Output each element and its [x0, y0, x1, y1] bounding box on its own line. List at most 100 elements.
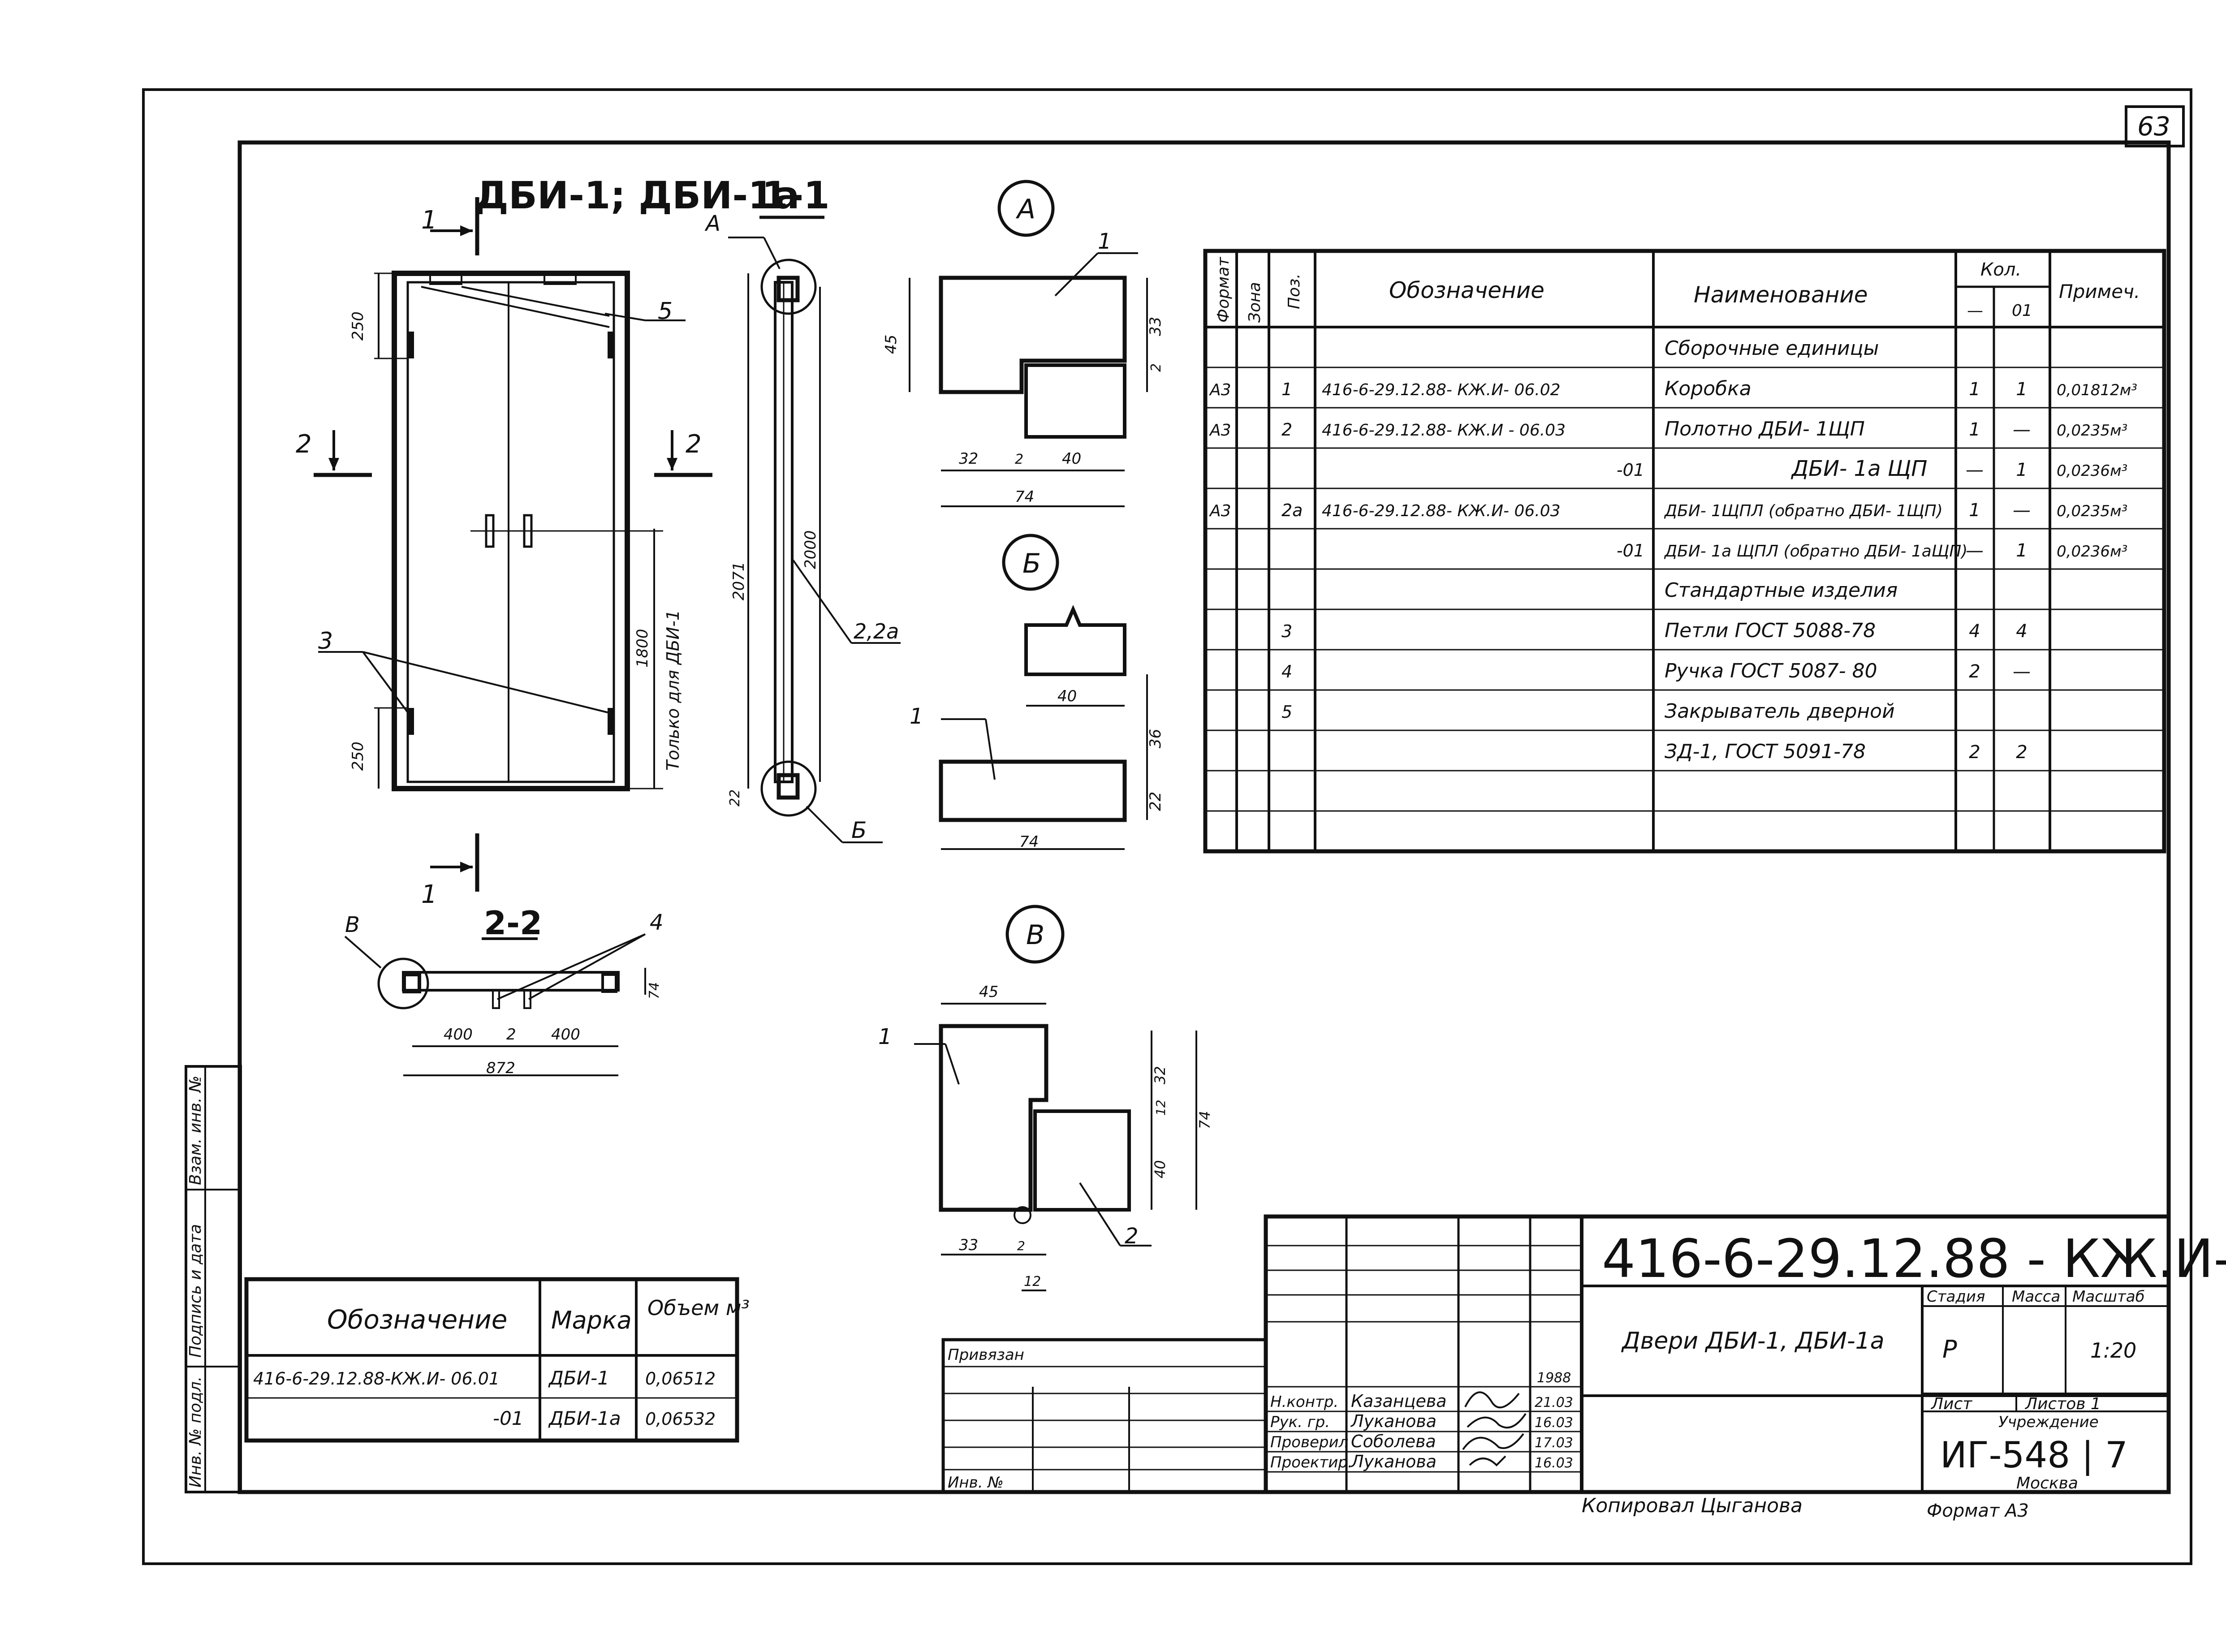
tb-copied: Копировал Цыганова	[1582, 1494, 1803, 1517]
spec-cell-qty: —	[1966, 460, 1984, 480]
dim-2000: 2000	[802, 530, 820, 569]
spec-cell-name: Полотно ДБИ- 1ЩП	[1665, 418, 1865, 440]
callout-A-sec: А	[704, 211, 720, 236]
spec-h-01: 01	[2012, 302, 2032, 320]
spec-cell-pos: 2а	[1281, 500, 1303, 520]
spec-cell-note: 0,0235м³	[2057, 422, 2127, 440]
vol-r1-mark: ДБИ-1	[548, 1367, 609, 1389]
dim-22-sec: 22	[727, 789, 743, 807]
spec-cell-name: ДБИ- 1ЩПЛ (обратно ДБИ- 1ЩП)	[1664, 502, 1943, 520]
tb-institution-h: Учреждение	[1998, 1413, 2099, 1431]
dimV-12b: 12	[1024, 1274, 1041, 1290]
door-elevation	[314, 197, 712, 892]
dimA-74: 74	[1015, 488, 1034, 506]
spec-cell-pos: 1	[1281, 380, 1292, 399]
dim-74-sec22: 74	[647, 982, 662, 999]
cut-2-right: 2	[686, 430, 702, 459]
dimA-32: 32	[959, 450, 978, 468]
spec-cell-pos: 4	[1281, 662, 1292, 682]
dimV-32: 32	[1152, 1066, 1169, 1084]
spec-cell-pos: 5	[1281, 702, 1292, 722]
vol-r2-designation: -01	[493, 1407, 524, 1429]
spec-table	[1203, 249, 2166, 854]
spec-cell-pos: 2	[1281, 420, 1292, 440]
spec-cell-format: А3	[1209, 421, 1231, 440]
pos-3-label: 3	[318, 628, 333, 655]
sheet-number-box	[2125, 105, 2185, 147]
dimV-33: 33	[959, 1236, 978, 1254]
spec-cell-note: 0,0236м³	[2057, 462, 2127, 480]
callout-A: А	[1015, 194, 1035, 225]
tb-institution: ИГ-548 | 7	[1940, 1434, 2128, 1476]
dimB-22: 22	[1147, 792, 1165, 811]
strip-inv-podl: Инв. № подл.	[186, 1376, 205, 1488]
section-1-1	[728, 237, 901, 843]
dim-2071: 2071	[730, 561, 748, 600]
spec-cell-qty: 2	[1969, 661, 1980, 682]
spec-cell-name: ДБИ- 1а ЩПЛ (обратно ДБИ- 1аЩП)	[1664, 542, 1967, 561]
spec-h-zone: Зона	[1246, 282, 1264, 323]
tb-role-name: Казанцева	[1351, 1391, 1447, 1411]
spec-h-name: Наименование	[1694, 282, 1868, 308]
tb-role-date: 21.03	[1535, 1395, 1573, 1410]
spec-cell-name: ДБИ- 1а ЩП	[1791, 456, 1928, 481]
detailV-pos2: 2	[1125, 1224, 1139, 1249]
detailB-pos1: 1	[910, 704, 923, 729]
spec-cell-pos: 3	[1281, 621, 1292, 641]
spec-cell-designation: 416-6-29.12.88- КЖ.И- 06.02	[1322, 381, 1561, 399]
tb-stage: Р	[1942, 1335, 1957, 1363]
dimV-2: 2	[1017, 1238, 1025, 1253]
strip-vzam: Взам. инв. №	[186, 1076, 205, 1185]
cut-2-left: 2	[296, 430, 312, 459]
volume-table	[244, 1277, 739, 1443]
pos-4-label: 4	[650, 910, 664, 935]
spec-cell-qty: —	[1966, 540, 1984, 561]
tb-name: Двери ДБИ-1, ДБИ-1а	[1621, 1328, 1885, 1354]
spec-cell-qty01: —	[2013, 419, 2031, 440]
spec-cell-designation: 416-6-29.12.88- КЖ.И- 06.03	[1322, 502, 1561, 520]
detailA-pos1: 1	[1098, 229, 1112, 254]
dimB-74: 74	[1019, 833, 1039, 851]
dimA-40: 40	[1062, 450, 1081, 468]
spec-cell-qty01: —	[2013, 661, 2031, 682]
dimV-12: 12	[1153, 1100, 1168, 1116]
tb-role-date: 17.03	[1535, 1435, 1573, 1451]
spec-cell-name: Коробка	[1665, 377, 1751, 400]
sheet-number: 63	[2137, 111, 2170, 142]
tb-role: Н.контр.	[1270, 1393, 1338, 1411]
spec-cell-designation: 416-6-29.12.88- КЖ.И - 06.03	[1322, 421, 1566, 440]
spec-cell-qty: 2	[1969, 742, 1980, 763]
spec-cell-qty: 1	[1969, 379, 1980, 400]
dim-400-left: 400	[444, 1026, 473, 1044]
vol-r2-volume: 0,06532	[645, 1409, 716, 1429]
strip-sign-date: Подпись и дата	[186, 1224, 205, 1358]
spec-cell-format: А3	[1209, 502, 1231, 520]
dimB-40: 40	[1057, 687, 1077, 705]
spec-cell-qty: 1	[1969, 419, 1980, 440]
spec-h-pos: Поз.	[1285, 273, 1303, 309]
outer-border	[142, 88, 2192, 1565]
dim-2-sec22: 2	[506, 1026, 516, 1044]
detailV-pos1: 1	[878, 1024, 892, 1049]
detail-V	[914, 905, 1197, 1291]
section-2-2	[344, 933, 646, 1076]
spec-cell-name: Закрыватель дверной	[1665, 700, 1895, 723]
spec-cell-name: Стандартные изделия	[1665, 579, 1898, 602]
tb-mass-h: Масса	[2012, 1288, 2060, 1306]
pos-22a-label: 2,2а	[854, 619, 899, 643]
section-2-2-title: 2-2	[484, 904, 542, 942]
spec-cell-qty01: 1	[2016, 460, 2027, 480]
spec-cell-note: 0,0236м³	[2057, 543, 2127, 561]
spec-cell-note: 0,01812м³	[2057, 381, 2137, 399]
left-strip: Инв. № подл. Подпись и дата Взам. инв. №	[185, 1065, 242, 1493]
tb-role: Проверил	[1270, 1433, 1348, 1451]
vol-h-designation: Обозначение	[327, 1304, 507, 1335]
dimV-45: 45	[979, 983, 998, 1001]
tb-scale-h: Масштаб	[2072, 1288, 2145, 1306]
spec-h-qty: Кол.	[1980, 259, 2021, 280]
callout-V-sec: В	[345, 912, 360, 937]
tb-role-name: Луканова	[1350, 1452, 1437, 1471]
